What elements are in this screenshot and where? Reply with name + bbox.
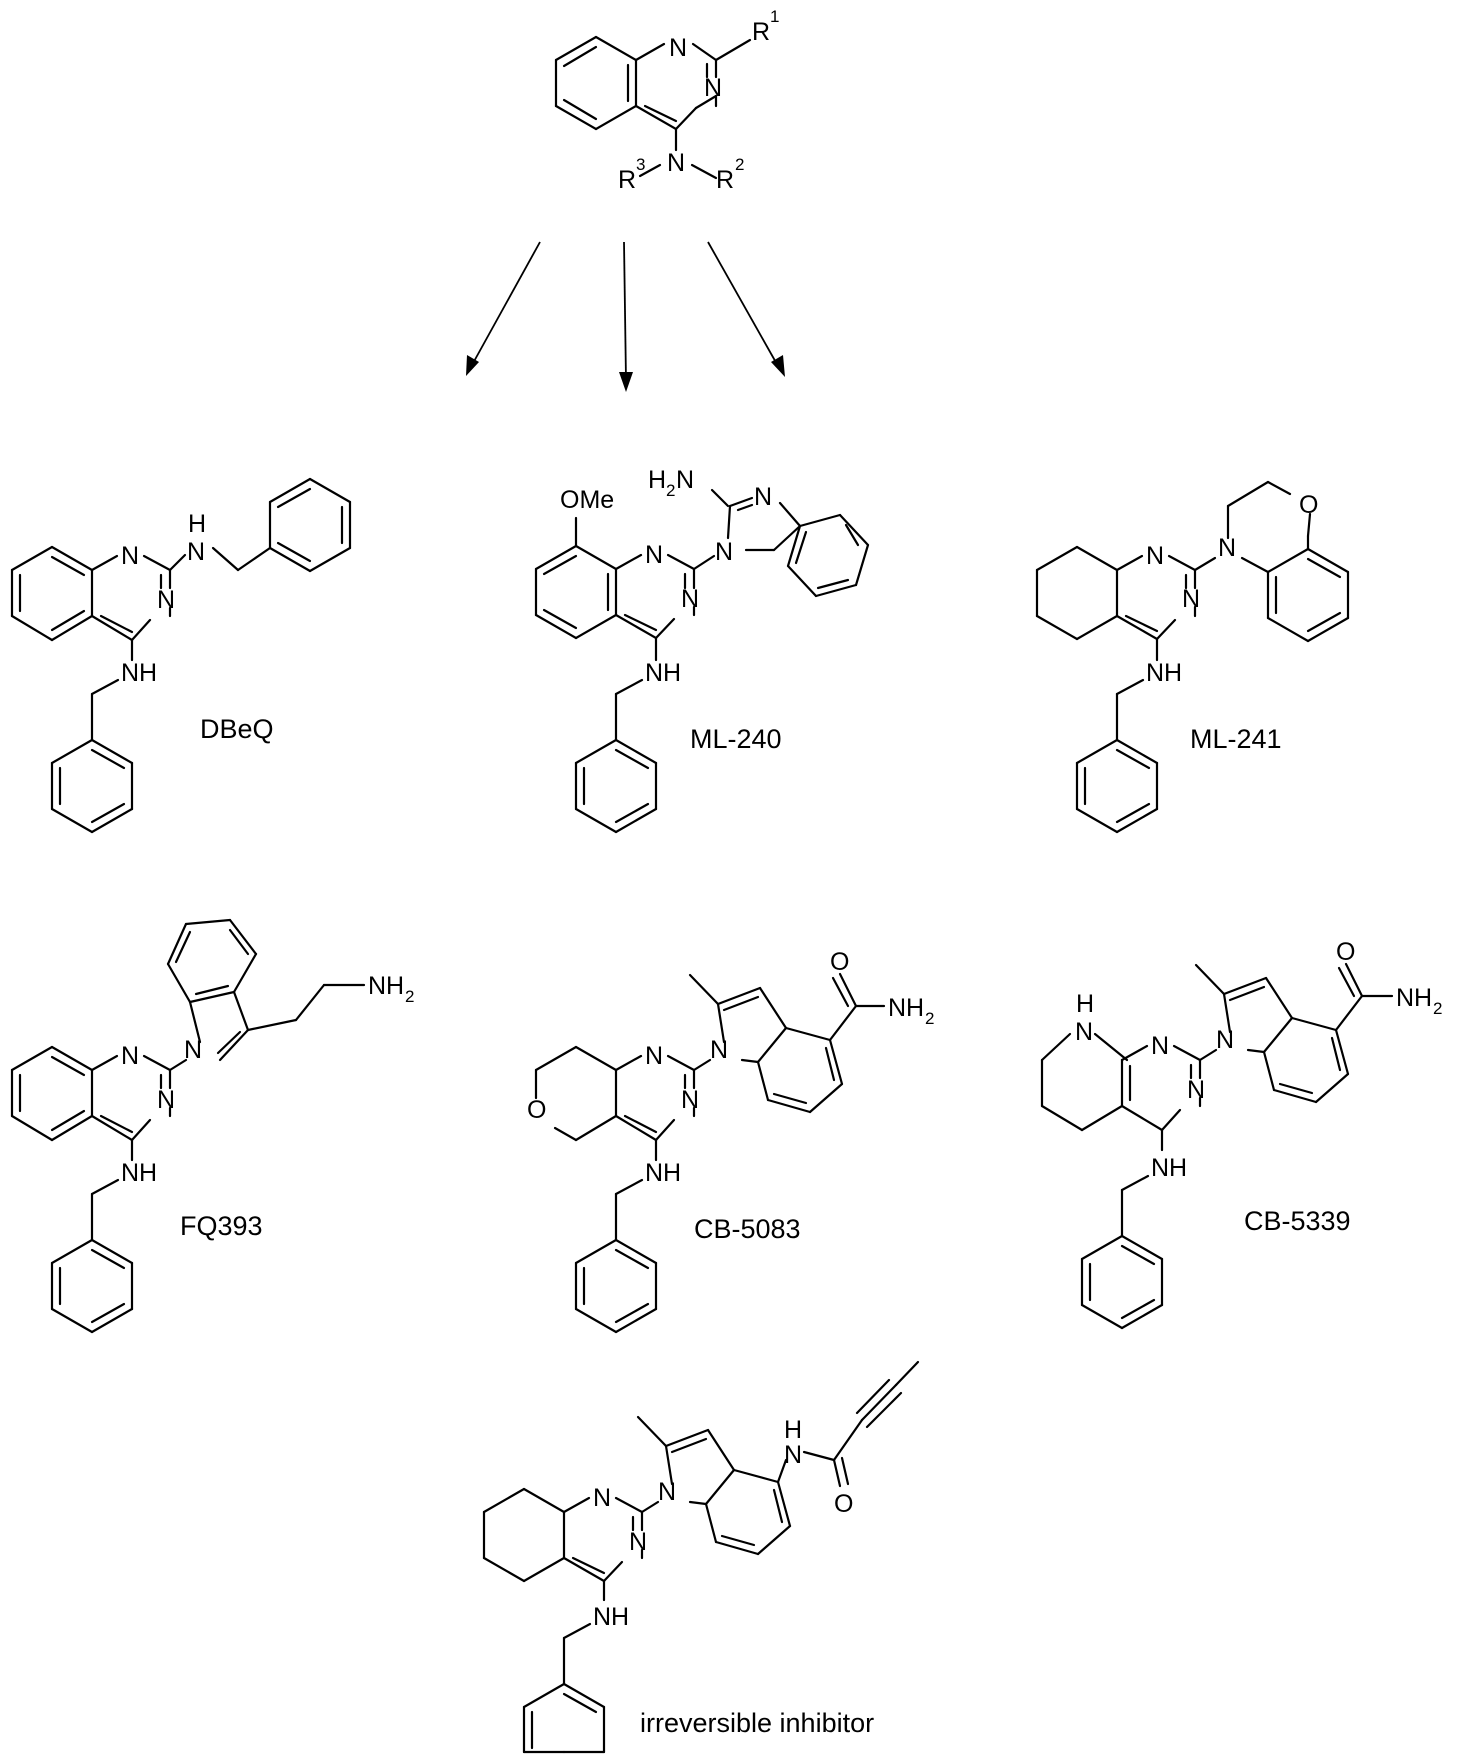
ml241-o: O bbox=[1299, 491, 1318, 519]
irreversible-caption: irreversible inhibitor bbox=[640, 1708, 874, 1738]
scaffold-n4: N bbox=[667, 149, 685, 177]
scaffold-r3: R bbox=[618, 166, 636, 194]
derivation-arrows bbox=[466, 241, 785, 392]
compound-ml241: O N N N NH ML-241 bbox=[1035, 480, 1350, 834]
scaffold-r1-superscript: 1 bbox=[770, 7, 779, 26]
ml241-caption: ML-241 bbox=[1190, 724, 1282, 754]
ml240-h2n-subscript: 2 bbox=[666, 481, 675, 500]
irreversible-nh: NH bbox=[593, 1603, 629, 1631]
cb5083-nh2: NH bbox=[888, 994, 924, 1022]
cb5083-o-ring: O bbox=[527, 1096, 546, 1124]
fq393-n1: N bbox=[121, 1042, 139, 1070]
compound-cb5339: O NH 2 H N N N N NH CB-5339 bbox=[1040, 938, 1442, 1330]
ml241-n3: N bbox=[1182, 585, 1200, 613]
scaffold-r1: R bbox=[752, 18, 770, 46]
ml241-n-oxazine: N bbox=[1218, 534, 1236, 562]
irreversible-n3: N bbox=[629, 1528, 647, 1556]
irreversible-o: O bbox=[834, 1490, 853, 1518]
dbeq-n: N bbox=[187, 538, 205, 566]
ml241-n1: N bbox=[1146, 542, 1164, 570]
cb5083-n1: N bbox=[645, 1042, 663, 1070]
cb5083-o-amide: O bbox=[830, 948, 849, 976]
cb5339-n3: N bbox=[1187, 1076, 1205, 1104]
cb5339-n-indole: N bbox=[1216, 1026, 1234, 1054]
ml240-caption: ML-240 bbox=[690, 724, 782, 754]
arrow-right-head bbox=[771, 355, 785, 377]
cb5339-hn-n: N bbox=[1075, 1018, 1093, 1046]
fq393-nh2: NH bbox=[368, 972, 404, 1000]
cb5339-hn-h: H bbox=[1076, 990, 1094, 1018]
fq393-nh: NH bbox=[121, 1159, 157, 1187]
cb5083-n-indole: N bbox=[710, 1036, 728, 1064]
irreversible-n-amide: N bbox=[784, 1441, 802, 1469]
dbeq-nh: NH bbox=[121, 659, 157, 687]
ml240-nh: NH bbox=[645, 659, 681, 687]
arrow-left bbox=[471, 241, 541, 366]
ml240-n3: N bbox=[681, 585, 699, 613]
ml241-nh: NH bbox=[1146, 659, 1182, 687]
cb5083-nh: NH bbox=[645, 1159, 681, 1187]
irreversible-n1: N bbox=[593, 1484, 611, 1512]
cb5339-n1: N bbox=[1151, 1032, 1169, 1060]
ml240-ome: OMe bbox=[560, 486, 614, 514]
compound-irreversible-inhibitor: H N O N N N NH irreversible inhibitor bbox=[482, 1360, 920, 1754]
cb5083-n3: N bbox=[681, 1086, 699, 1114]
cb5083-caption: CB-5083 bbox=[694, 1214, 801, 1244]
scaffold-n3: N bbox=[704, 74, 722, 102]
ml240-n-imidazole: N bbox=[754, 483, 772, 511]
ml240-h2n-h: H bbox=[648, 466, 666, 494]
irreversible-n-indole: N bbox=[658, 1478, 676, 1506]
compound-ml240: OMe H 2 N N N N N NH ML-240 bbox=[534, 466, 870, 834]
ml240-n-imidazole1: N bbox=[715, 538, 733, 566]
scaffold-r3-superscript: 3 bbox=[636, 155, 645, 174]
scaffold-structure: N N R 1 N R 2 R 3 bbox=[554, 7, 779, 194]
compound-dbeq: H N N N NH DBeQ bbox=[10, 477, 352, 834]
scaffold-r2: R bbox=[716, 166, 734, 194]
arrow-right bbox=[707, 241, 779, 367]
cb5339-o-amide: O bbox=[1336, 938, 1355, 966]
irreversible-h: H bbox=[784, 1416, 802, 1444]
fq393-caption: FQ393 bbox=[180, 1211, 263, 1241]
arrow-left-head bbox=[466, 355, 479, 376]
scaffold-n1: N bbox=[669, 34, 687, 62]
scaffold-r2-superscript: 2 bbox=[735, 155, 744, 174]
compound-fq393: NH 2 N N N NH FQ393 bbox=[10, 918, 414, 1334]
arrow-center-head bbox=[619, 372, 633, 392]
cb5339-caption: CB-5339 bbox=[1244, 1206, 1351, 1236]
fq393-n3: N bbox=[157, 1086, 175, 1114]
cb5339-nh: NH bbox=[1151, 1154, 1187, 1182]
fq393-nh2-subscript: 2 bbox=[405, 987, 414, 1006]
dbeq-n1: N bbox=[121, 542, 139, 570]
dbeq-caption: DBeQ bbox=[200, 714, 274, 744]
ml240-h2n-n: N bbox=[676, 466, 694, 494]
compound-cb5083: O NH 2 N N N O NH CB-5083 bbox=[527, 948, 934, 1334]
cb5339-nh2-subscript: 2 bbox=[1433, 999, 1442, 1018]
cb5083-nh2-subscript: 2 bbox=[925, 1009, 934, 1028]
ml240-n1: N bbox=[645, 541, 663, 569]
cb5339-nh2: NH bbox=[1396, 984, 1432, 1012]
dbeq-h: H bbox=[188, 510, 206, 538]
dbeq-n3: N bbox=[157, 586, 175, 614]
arrow-center bbox=[623, 241, 627, 381]
fq393-n-indole: N bbox=[184, 1036, 202, 1064]
